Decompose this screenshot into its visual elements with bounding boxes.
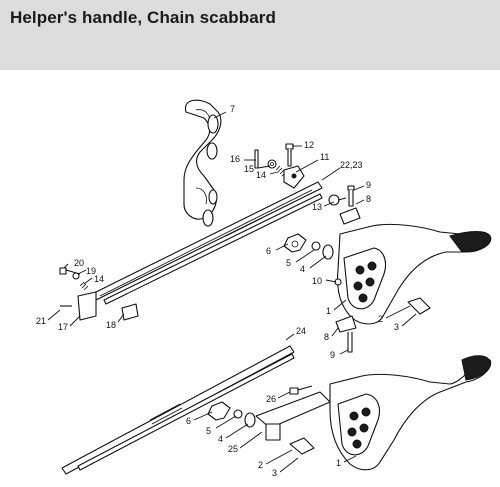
- callout-25: 25: [228, 444, 238, 454]
- callout-6-upper: 6: [266, 246, 271, 256]
- callout-11: 11: [320, 152, 329, 162]
- callout-5-lower: 5: [206, 426, 211, 436]
- callout-24: 24: [296, 326, 306, 336]
- callout-3-lower: 3: [272, 468, 277, 478]
- callout-9-lower: 9: [330, 350, 335, 360]
- callout-1-upper: 1: [326, 306, 331, 316]
- bracket-18-part: [121, 303, 139, 321]
- pin-16-part: [254, 149, 259, 169]
- tbolt-2-upper-part: [407, 297, 431, 315]
- bracket-8-upper-part: [339, 207, 361, 225]
- spring-14-part: [275, 165, 287, 177]
- callout-4-upper: 4: [300, 264, 305, 274]
- screw-9-lower-part: [347, 332, 353, 353]
- callout-19: 19: [86, 266, 96, 276]
- callout-26: 26: [266, 394, 276, 404]
- helpers-handle-part: [183, 99, 222, 227]
- callout-9-upper: 9: [366, 180, 371, 190]
- washer-5-upper-part: [311, 241, 321, 251]
- callout-18: 18: [106, 320, 116, 330]
- callout-4-lower: 4: [218, 434, 223, 444]
- screw-9-upper-part: [347, 185, 355, 207]
- callout-3-upper: 3: [394, 322, 399, 332]
- screw-12-part: [285, 143, 294, 167]
- callout-17: 17: [58, 322, 68, 332]
- lower-scabbard-rail: [61, 345, 295, 475]
- callout-14-left: 14: [94, 274, 104, 284]
- callout-10: 10: [312, 276, 322, 286]
- callout-21: 21: [36, 316, 46, 326]
- header-bar: Helper's handle, Chain scabbard: [0, 0, 500, 70]
- callout-15: 15: [244, 164, 254, 174]
- washer-19-part: [72, 272, 80, 280]
- callout-6-lower: 6: [186, 416, 191, 426]
- plate-4-upper-part: [322, 244, 334, 260]
- callout-16: 16: [230, 154, 240, 164]
- clamp-11-part: [283, 165, 305, 189]
- callout-2-upper: 2: [378, 314, 383, 324]
- knob-6-upper-part: [283, 233, 307, 253]
- callout-labels: 7 12 16 15 14 11 22,23 9 8 13 6 5 4 10 2…: [36, 104, 399, 478]
- callout-5-upper: 5: [286, 258, 291, 268]
- spring-14-left-part: [79, 281, 89, 291]
- plate-4-lower-part: [244, 412, 256, 428]
- upper-handle-assembly: [336, 223, 492, 325]
- page-title: Helper's handle, Chain scabbard: [10, 8, 276, 27]
- leader-lines: [47, 111, 417, 473]
- callout-7: 7: [230, 104, 235, 114]
- callout-22-23: 22,23: [340, 160, 363, 170]
- tbolt-2-lower-part: [289, 437, 315, 455]
- callout-14-upper: 14: [256, 170, 266, 180]
- callout-20: 20: [74, 258, 84, 268]
- callout-1-lower: 1: [336, 458, 341, 468]
- callout-12: 12: [304, 140, 314, 150]
- knob-6-lower-part: [207, 401, 231, 421]
- callout-8-upper: 8: [366, 194, 371, 204]
- callout-8-lower: 8: [324, 332, 329, 342]
- lower-handle-assembly: [329, 355, 492, 471]
- screw-26-part: [289, 385, 313, 395]
- screw-13-part: [328, 194, 347, 206]
- plate-25-part: [255, 391, 331, 441]
- washer-15-part: [267, 159, 277, 169]
- bracket-17-part: [77, 291, 97, 321]
- bracket-8-lower-part: [335, 315, 357, 333]
- callout-2-lower: 2: [258, 460, 263, 470]
- callout-13: 13: [312, 202, 322, 212]
